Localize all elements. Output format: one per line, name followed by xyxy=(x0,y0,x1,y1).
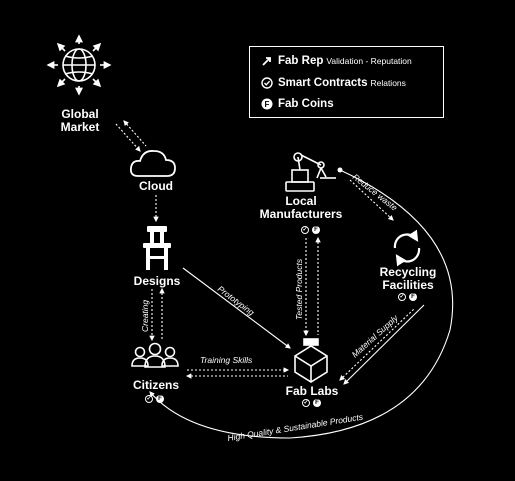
local-manufacturers-label: Local Manufacturers xyxy=(247,195,355,221)
fab-coin-icon: F xyxy=(260,97,274,111)
legend-fab-coins: F Fab Coins xyxy=(260,97,334,111)
edge-label-reduce-waste: Reduce waste xyxy=(351,172,400,213)
edges xyxy=(115,120,416,381)
edge-label-high-quality: High Quality & Sustainable Products xyxy=(227,412,365,443)
cloud-label: Cloud xyxy=(139,179,173,193)
edge-label-creating: Creating xyxy=(140,300,150,332)
fab-rep-badge-icon: ✓ xyxy=(398,293,406,301)
recycling-facilities-label: Recycling Facilities xyxy=(370,266,446,292)
box-icon xyxy=(294,338,328,383)
legend-fab-rep: Fab Rep Validation - Reputation xyxy=(260,54,412,68)
citizens-badges: ✓ F xyxy=(145,395,164,403)
edge-global-cloud-b xyxy=(123,120,147,147)
legend-box: Fab Rep Validation - Reputation Smart Co… xyxy=(249,46,444,118)
global-market-label-line2: Market xyxy=(60,120,100,134)
fab-rep-badge-icon: ✓ xyxy=(145,395,153,403)
fab-coin-badge-icon: F xyxy=(409,293,417,301)
edge-label-tested-products: Tested Products xyxy=(294,258,304,320)
legend-fab-rep-title: Fab Rep xyxy=(278,55,324,67)
manufacturers-badges: ✓ F xyxy=(301,226,320,234)
local-manufacturers-label-line2: Manufacturers xyxy=(259,207,343,221)
globe-icon xyxy=(46,34,112,96)
edge-global-cloud-a xyxy=(115,123,141,152)
people-icon xyxy=(131,342,179,368)
edge-fablabs-recycling xyxy=(339,307,416,381)
edge-loop-arc xyxy=(149,169,454,439)
fab-labs-label: Fab Labs xyxy=(285,384,339,398)
recycling-facilities-label-line1: Recycling xyxy=(379,265,437,279)
trend-arrow-icon xyxy=(260,54,274,68)
svg-text:F: F xyxy=(265,100,270,109)
fab-rep-badge-icon: ✓ xyxy=(301,226,309,234)
fablabs-badges: ✓ F xyxy=(302,399,321,407)
global-market-label: Global Market xyxy=(52,108,108,134)
chair-icon xyxy=(143,226,171,270)
recycling-badges: ✓ F xyxy=(398,293,417,301)
arc-start-dot xyxy=(337,167,343,173)
edge-label-training-skills: Training Skills xyxy=(200,355,253,365)
robot-arm-icon xyxy=(285,152,336,192)
local-manufacturers-label-line1: Local xyxy=(285,194,317,208)
citizens-label: Citizens xyxy=(132,378,179,392)
edge-designs-fablabs xyxy=(182,267,291,349)
fab-coin-badge-icon: F xyxy=(313,399,321,407)
legend-smart-contracts-desc: Relations xyxy=(370,78,406,88)
recycle-icon xyxy=(393,229,421,267)
fab-coin-badge-icon: F xyxy=(156,395,164,403)
edge-manufacturers-recycling xyxy=(349,179,394,221)
legend-smart-contracts: Smart Contracts Relations xyxy=(260,76,406,90)
cloud-icon xyxy=(129,150,176,177)
legend-fab-rep-desc: Validation - Reputation xyxy=(326,56,412,66)
edge-fablabs-recycling-solid xyxy=(343,304,425,385)
edge-label-prototyping: Prototyping xyxy=(216,284,257,318)
check-circle-icon xyxy=(260,76,274,90)
legend-smart-contracts-title: Smart Contracts xyxy=(278,77,368,89)
designs-label: Designs xyxy=(133,274,181,288)
recycling-facilities-label-line2: Facilities xyxy=(382,278,434,292)
fab-coin-badge-icon: F xyxy=(312,226,320,234)
global-market-label-line1: Global xyxy=(61,107,99,121)
fab-rep-badge-icon: ✓ xyxy=(302,399,310,407)
legend-fab-coins-title: Fab Coins xyxy=(278,98,334,110)
